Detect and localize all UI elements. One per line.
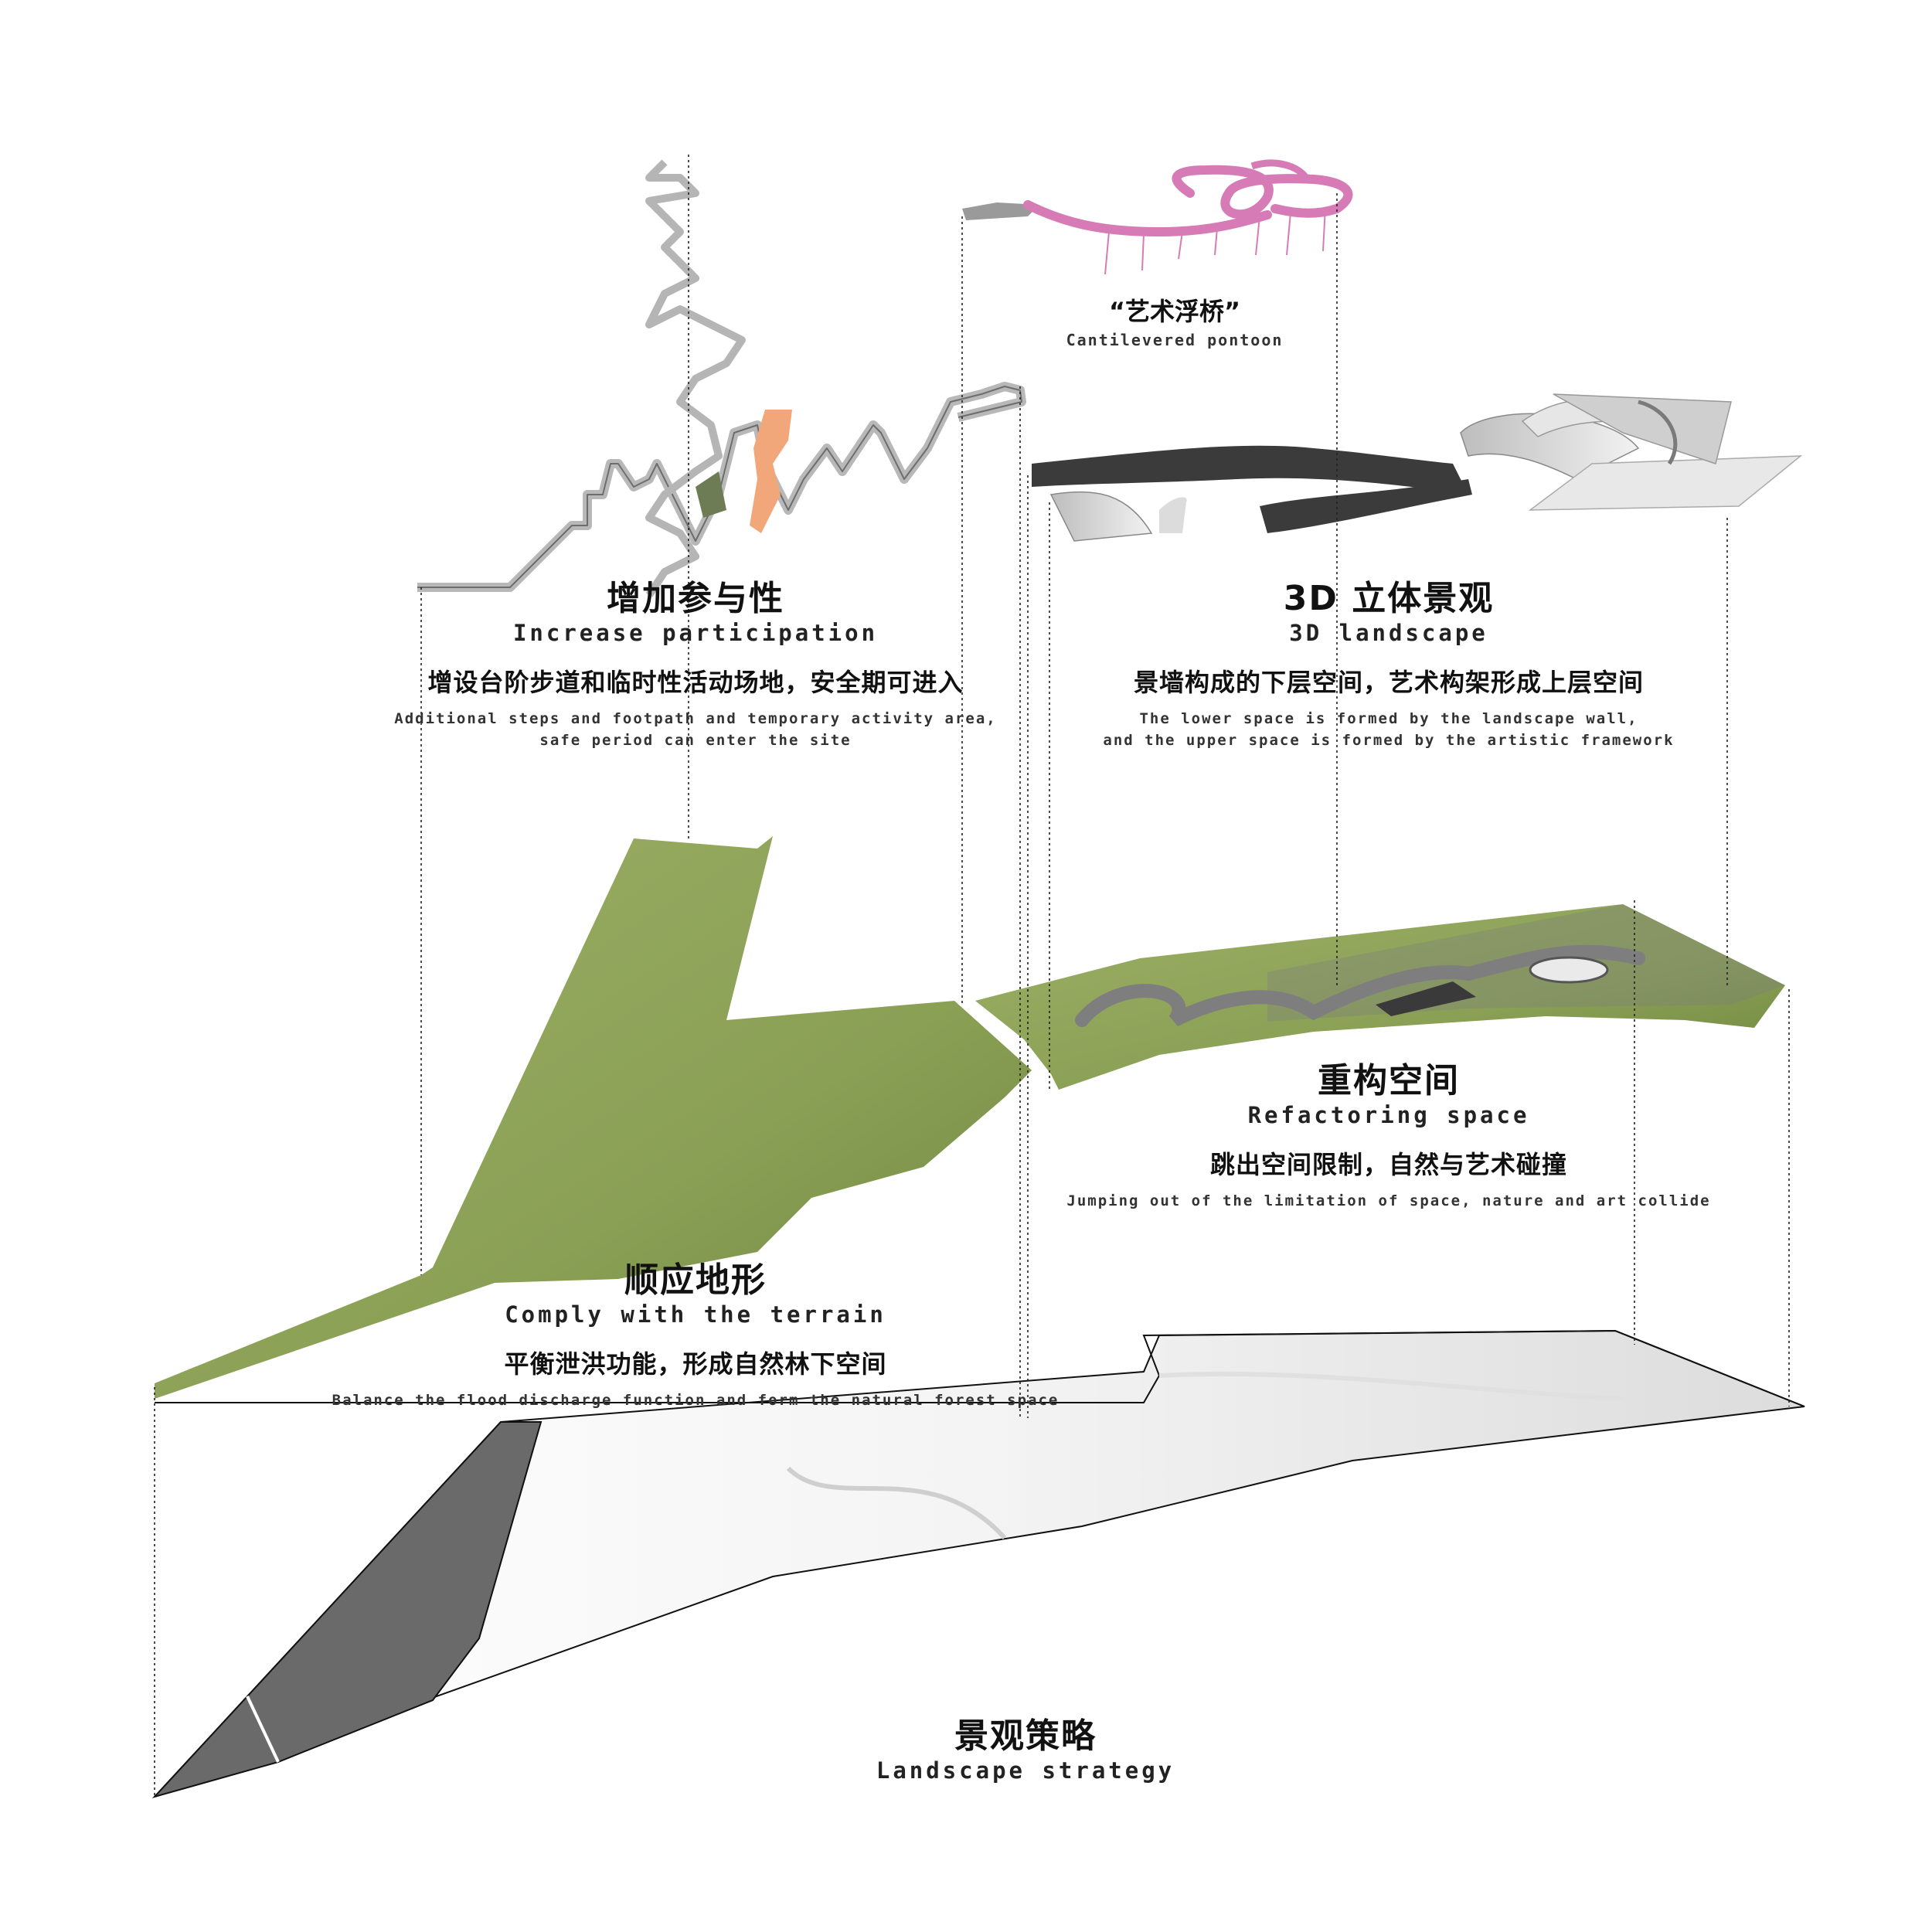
- main-title-zh: 景观策略: [954, 1716, 1097, 1756]
- layer-title-en: Refactoring space: [1247, 1102, 1530, 1128]
- layer-desc-en-1: Additional steps and footpath and tempor…: [394, 710, 997, 727]
- layer-desc-en-1: Balance the flood discharge function and…: [332, 1392, 1060, 1409]
- art-bridge: [962, 159, 1353, 275]
- landscape-walls: [1032, 393, 1803, 542]
- layer-refactoring: 重构空间 Refactoring space 跳出空间限制，自然与艺术碰撞 Ju…: [1066, 1053, 1710, 1212]
- layer-title-en: Increase participation: [512, 620, 879, 646]
- layer-desc-en-1: Jumping out of the limitation of space, …: [1066, 1192, 1711, 1209]
- layer-desc-zh: 平衡泄洪功能，形成自然林下空间: [504, 1349, 887, 1379]
- stairs-path: [417, 159, 1026, 597]
- pontoon-label: “艺术浮桥” Cantilevered pontoon: [1066, 292, 1284, 349]
- layer-desc-zh: 增设台阶步道和临时性活动场地，安全期可进入: [427, 668, 964, 697]
- layer-desc-en-2: safe period can enter the site: [539, 732, 852, 749]
- layer-terrain: 顺应地形 Comply with the terrain 平衡泄洪功能，形成自然…: [332, 1252, 1060, 1411]
- layer-title-zh: 重构空间: [1318, 1061, 1460, 1100]
- layer-title-en: 3D landscape: [1289, 620, 1488, 646]
- pontoon-en: Cantilevered pontoon: [1066, 331, 1284, 349]
- layer-title-zh: 顺应地形: [624, 1260, 767, 1300]
- main-title: 景观策略 Landscape strategy: [876, 1708, 1175, 1784]
- pontoon-zh: “艺术浮桥”: [1108, 297, 1241, 326]
- layer-participation: 增加参与性 Increase participation 增设台阶步道和临时性活…: [394, 570, 996, 751]
- projection-lines: [154, 155, 1790, 1797]
- layer-title-zh: 增加参与性: [607, 579, 784, 618]
- green-terrain: [155, 836, 1785, 1399]
- layer-landscape-3d: 3D 立体景观 3D landscape 景墙构成的下层空间，艺术构架形成上层空…: [1103, 570, 1674, 751]
- main-title-en: Landscape strategy: [876, 1757, 1175, 1784]
- layer-desc-zh: 跳出空间限制，自然与艺术碰撞: [1209, 1150, 1567, 1179]
- layer-desc-en-1: The lower space is formed by the landsca…: [1139, 710, 1638, 727]
- layer-title-en: Comply with the terrain: [505, 1301, 886, 1328]
- layer-desc-en-2: and the upper space is formed by the art…: [1103, 732, 1675, 749]
- layer-desc-zh: 景墙构成的下层空间，艺术构架形成上层空间: [1133, 668, 1644, 697]
- layer-title-zh: 3D 立体景观: [1283, 579, 1495, 618]
- base-terrain: [151, 1329, 1805, 1798]
